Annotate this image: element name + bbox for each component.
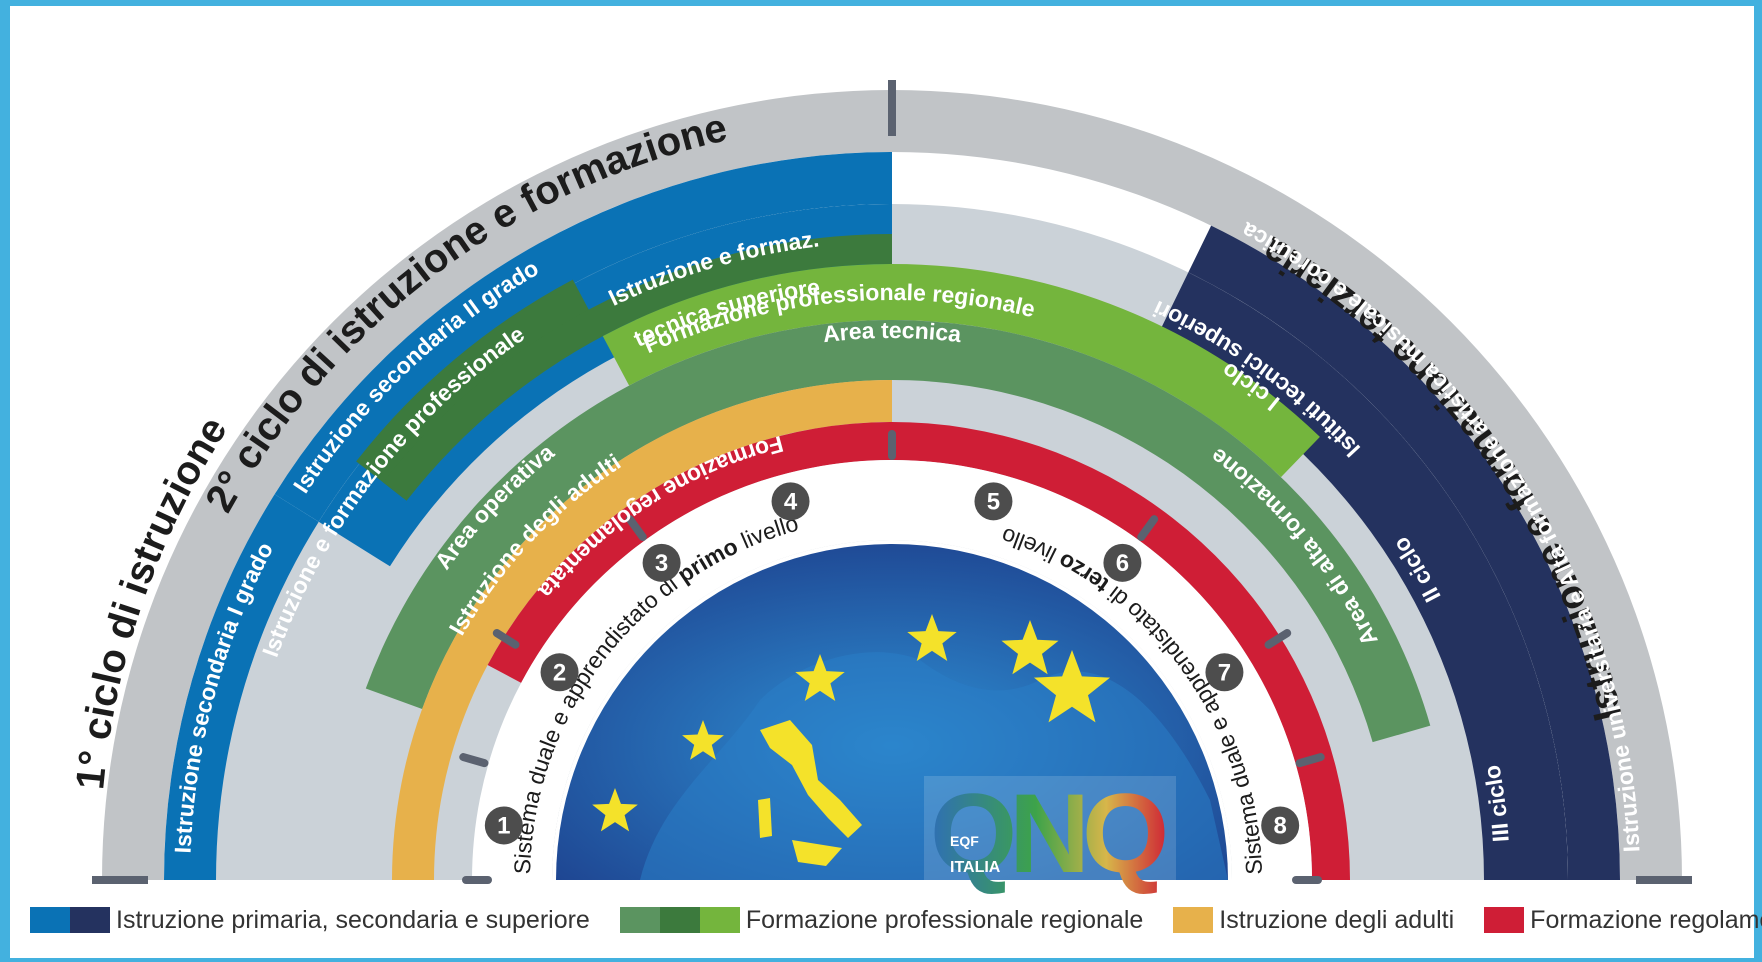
level-number: 7 xyxy=(1218,659,1231,686)
level-number: 2 xyxy=(553,659,566,686)
band-green-mid-regional xyxy=(365,320,1431,743)
legend-item: Istruzione degli adulti xyxy=(1173,906,1454,935)
level-badge xyxy=(771,482,810,521)
legend-color-chip xyxy=(30,907,70,933)
level-divider-tick xyxy=(1137,515,1159,541)
level-badge xyxy=(642,543,681,582)
sicily-shape xyxy=(792,840,842,866)
band-navy-inner xyxy=(1151,272,1568,880)
legend-color-chip xyxy=(70,907,110,933)
level-badge xyxy=(540,653,579,692)
level-number: 4 xyxy=(784,488,798,515)
band-yellow-adults xyxy=(392,380,892,880)
legend-swatch xyxy=(30,907,110,933)
label-technical-area: Area tecnica xyxy=(821,317,962,347)
eu-star-icon xyxy=(907,614,957,662)
italy-shape xyxy=(760,720,862,838)
sardinia-shape xyxy=(758,798,772,838)
band-navy-tertiary xyxy=(1188,225,1620,881)
qnq-logo-text: QNQ xyxy=(930,771,1165,896)
band-red-regulated xyxy=(487,421,1351,880)
legend-color-chip xyxy=(619,907,660,933)
legend-color-chip xyxy=(1484,907,1525,933)
legend-color-chip xyxy=(659,907,700,933)
level-badge xyxy=(1261,806,1300,845)
level-divider-tick xyxy=(459,753,489,768)
level-badge xyxy=(484,806,523,845)
band-green-dark-ifp-main xyxy=(382,234,892,501)
legend-label: Istruzione degli adulti xyxy=(1219,905,1455,934)
level-badge xyxy=(1205,653,1244,692)
level-divider-tick xyxy=(492,629,520,649)
level-number: 8 xyxy=(1274,812,1287,839)
eu-star-icon xyxy=(1033,650,1111,723)
band-white-inner xyxy=(472,460,1312,880)
legend-item: Formazione regolamentata xyxy=(1484,906,1762,935)
legend-label: Formazione regolamentata xyxy=(1530,905,1762,934)
legend-swatch xyxy=(1173,907,1214,933)
level-divider-tick xyxy=(1295,753,1325,768)
band-green-light-its xyxy=(892,264,1320,478)
level-badge xyxy=(1103,543,1142,582)
eu-star-icon xyxy=(592,788,638,832)
band-blue-upper-secondary xyxy=(274,152,892,522)
legend-label: Istruzione primaria, secondaria e superi… xyxy=(116,905,590,934)
band-green-light-ifts xyxy=(602,264,892,386)
level-divider-tick xyxy=(1264,629,1292,649)
level-number: 6 xyxy=(1116,550,1129,577)
legend-color-chip xyxy=(699,907,740,933)
legend-item: Istruzione primaria, secondaria e superi… xyxy=(30,906,590,935)
level-badge xyxy=(974,482,1013,521)
legend-swatch xyxy=(1484,907,1525,933)
eu-star-icon xyxy=(682,720,724,760)
level-number: 5 xyxy=(987,488,1000,515)
legend: Istruzione primaria, secondaria e superi… xyxy=(30,900,1762,940)
legend-label: Formazione professionale regionale xyxy=(745,905,1144,934)
legend-color-chip xyxy=(1173,907,1214,933)
qnq-logo: QNQ EQF ITALIA xyxy=(924,771,1176,896)
level-number: 3 xyxy=(655,550,668,577)
legend-swatch xyxy=(619,907,740,933)
eu-stars xyxy=(592,614,1111,832)
level-divider-tick xyxy=(625,515,647,541)
eu-star-icon xyxy=(1001,620,1059,675)
qnq-logo-italia: ITALIA xyxy=(950,859,1001,876)
qnq-logo-eqf: EQF xyxy=(950,833,979,849)
legend-item: Formazione professionale regionale xyxy=(619,905,1144,935)
level-number: 1 xyxy=(497,812,510,839)
eu-star-icon xyxy=(795,654,845,702)
